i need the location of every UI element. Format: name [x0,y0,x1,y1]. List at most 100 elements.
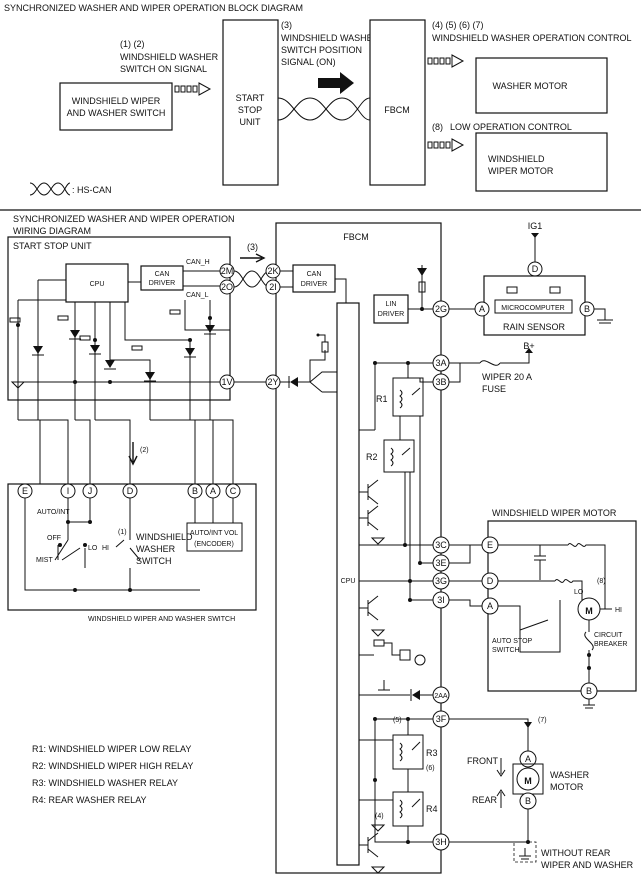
wiring-sig3-arrow [240,253,266,263]
svg-text:D: D [532,264,539,274]
sw-pin-C: C [225,483,241,499]
svg-text:A: A [525,754,531,764]
wiper-motor-block-label-2: WIPER MOTOR [488,166,554,176]
svg-text:R3: R3 [426,748,438,758]
pin-3C: 3C [432,536,450,554]
sw-vol-1: AUTO/INT VOL [190,530,238,537]
svg-text:R2: R2 [366,452,378,462]
sw-washer-1: WINDSHIELD [136,532,193,542]
switch-block [59,82,173,131]
svg-text:2K: 2K [267,266,278,276]
svg-text:3C: 3C [435,540,447,550]
ssu-label-1: START [236,93,265,103]
sig8-number: (8) [432,122,443,132]
ssu-wiring-title: START STOP UNIT [13,241,92,251]
rear-label: REAR [472,795,498,805]
legend-r3: R3: WINDSHIELD WASHER RELAY [32,778,178,788]
svg-text:D: D [127,486,134,496]
sw-pin-A: A [205,483,221,499]
pin-2AA: 2AA [432,686,450,704]
rain-pin-A: A [474,301,490,317]
sig4567-label: WINDSHIELD WASHER OPERATION CONTROL [432,33,632,43]
pin-3F: 3F [432,710,450,728]
rain-pin-B: B [579,301,595,317]
switch-block-label-2: AND WASHER SWITCH [67,108,166,118]
washer-motor-label-1: WASHER [550,770,590,780]
svg-text:2G: 2G [435,304,447,314]
bplus-label: B+ [523,341,534,351]
switch-internal-circuit [24,498,234,592]
wiring-sig3: (3) [247,242,258,252]
wm-pin-B: B [580,682,598,700]
hs-can-twisted-pair [277,97,371,121]
legend-r1: R1: WINDSHIELD WIPER LOW RELAY [32,744,191,754]
switch-wiring-box [7,483,257,611]
sw-washer-3: SWITCH [136,556,172,566]
can-h-label: CAN_H [186,259,210,266]
svg-text:J: J [88,486,93,496]
wiper-motor-block-label-1: WINDSHIELD [488,154,545,164]
sw-vol-2: (ENCODER) [194,541,234,548]
fbcm-can-driver [292,264,336,293]
lin-arrow-washer [427,54,465,68]
sw-off: OFF [47,535,61,542]
legend-r4: R4: REAR WASHER RELAY [32,795,147,805]
sig8-label: LOW OPERATION CONTROL [450,122,572,132]
svg-text:3F: 3F [436,714,447,724]
rain-microcomputer-label: MICROCOMPUTER [501,305,564,312]
svg-text:E: E [487,540,493,550]
sig12-label-1: WINDSHIELD WASHER [120,52,219,62]
svg-text:2M: 2M [221,266,234,276]
cb-label-1: CIRCUIT [594,632,623,639]
ig1-label: IG1 [528,221,543,231]
sw-sig1: (1) [118,529,127,536]
ssu-label-2: STOP [238,105,262,115]
sw-mist: MIST [36,557,53,564]
wm-pin-E: E [481,536,499,554]
svg-text:1V: 1V [221,377,232,387]
wiper-motor-title: WINDSHIELD WIPER MOTOR [492,508,617,518]
rain-sensor-label: RAIN SENSOR [503,322,566,332]
svg-text:E: E [22,486,28,496]
pin-2M: 2M [219,263,235,279]
block-diagram-title: SYNCHRONIZED WASHER AND WIPER OPERATION … [4,3,303,13]
sig3-label-2: SWITCH POSITION [281,45,362,55]
pin-2I: 2I [265,279,281,295]
relay-r2: R2 [366,439,415,473]
autostop-label-2: SWITCH [492,647,520,654]
fuse-label-1: WIPER 20 A [482,372,532,382]
washer-motor-m: M [524,776,532,786]
pin-2K: 2K [265,263,281,279]
fbcm-wiring-title: FBCM [343,232,369,242]
sig12-number: (1) (2) [120,39,145,49]
pin-3H: 3H [432,833,450,851]
svg-text:2Y: 2Y [267,377,278,387]
fbcm-cpu-label: CPU [341,578,356,585]
sw-washer-2: WASHER [136,544,176,554]
ssu-label-3: UNIT [240,117,261,127]
wiring-sig6: (6) [426,765,435,772]
hi-label: HI [615,607,622,614]
svg-text:B: B [586,686,592,696]
fbcm-can-driver-label-2: DRIVER [301,281,327,288]
svg-text:A: A [479,304,485,314]
rain-microcomputer [494,299,573,314]
svg-text:R1: R1 [376,394,388,404]
sw-lo: LO [88,545,98,552]
ssu-internal-circuit [9,279,230,420]
fuse-label-2: FUSE [482,384,506,394]
lin-driver-label-1: LIN [386,301,397,308]
svg-text:2AA: 2AA [434,693,448,700]
cb-label-2: BREAKER [594,641,627,648]
wiper-motor-block [475,132,608,192]
svg-text:R4: R4 [426,804,438,814]
ssu-can-driver [140,265,184,291]
lo-label: LO [574,589,584,596]
lin-driver [373,294,409,324]
switch-block-label-1: WINDSHIELD WIPER [72,96,161,106]
fbcm-cpu [336,302,360,866]
washer-pin-A: A [519,750,537,768]
washer-motor-symbol [516,767,540,791]
fbcm-block-label: FBCM [384,105,410,115]
lin-arrow-switch [174,82,212,96]
